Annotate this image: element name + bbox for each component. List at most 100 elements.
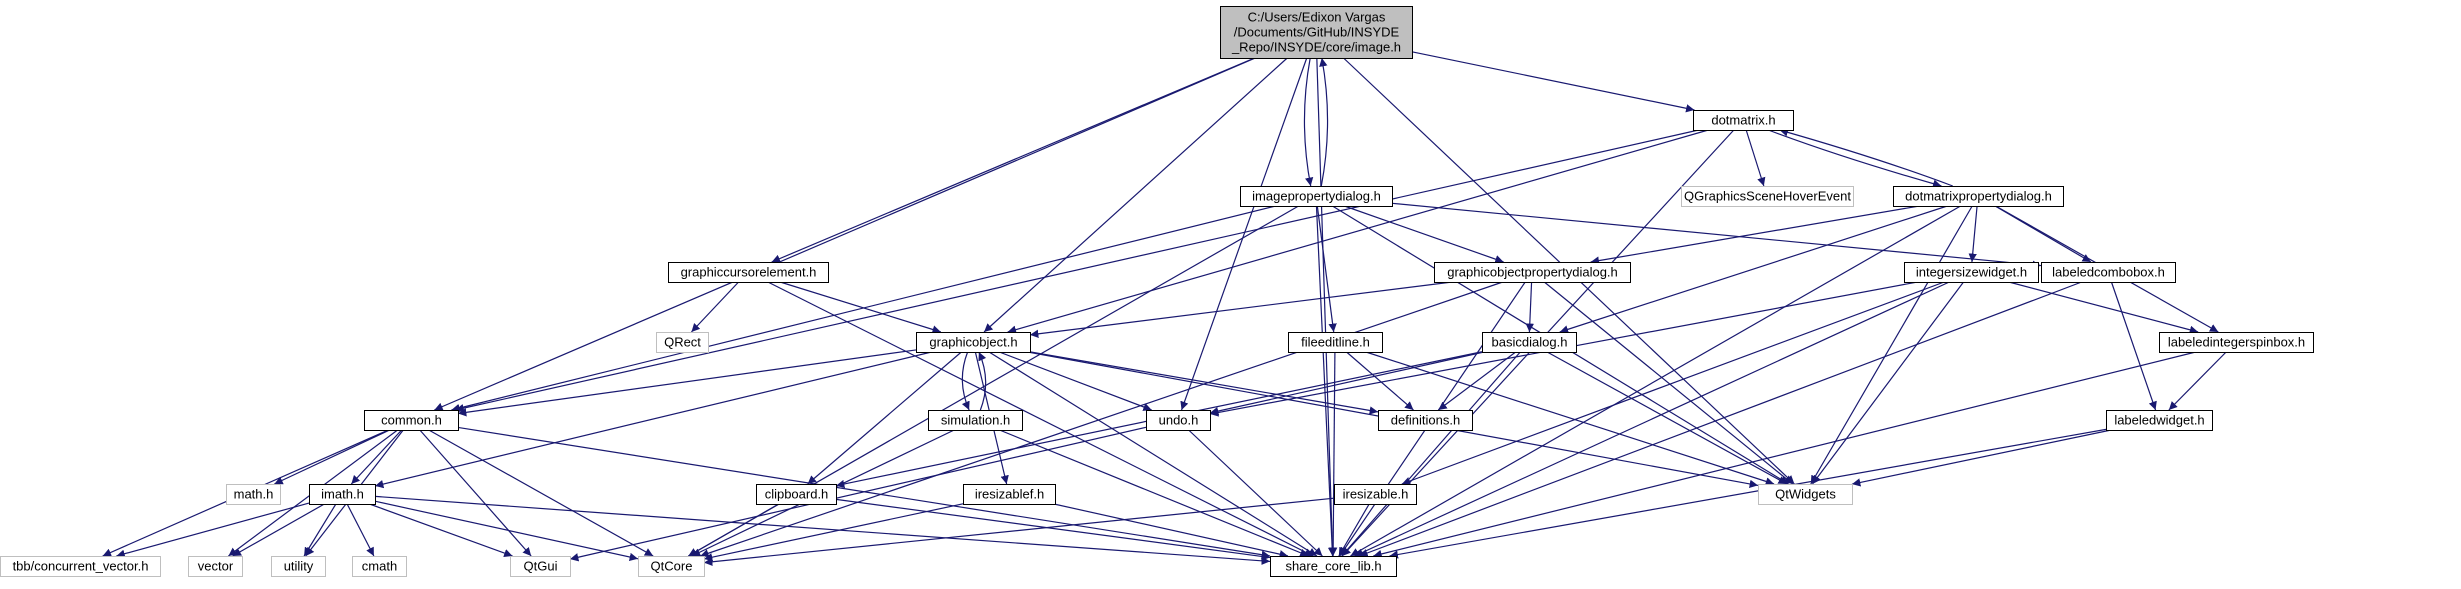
- edge-fileeditline-to-definitions: [1346, 351, 1414, 411]
- edge-dotmatrixpropertydialog-to-integersizewidget: [1968, 205, 1978, 263]
- node-iresizable[interactable]: iresizable.h: [1334, 484, 1417, 505]
- edge-graphicobjectpropertydialog-to-qtwidgets: [1543, 281, 1794, 485]
- edge-dotmatrixpropertydialog-to-share_core_lib: [1350, 205, 1961, 557]
- node-dotmatrix[interactable]: dotmatrix.h: [1693, 110, 1794, 131]
- node-common-box: [364, 410, 459, 431]
- edge-dotmatrixpropertydialog-to-dotmatrix: [1779, 128, 1953, 187]
- node-simulation-label: simulation.h: [941, 413, 1010, 428]
- node-basicdialog-box: [1482, 332, 1577, 353]
- node-qrect-box: [656, 332, 709, 353]
- edge-iresizablef-to-qtcore: [703, 503, 964, 562]
- node-math-label: math.h: [234, 487, 274, 502]
- node-qtgui-label: QtGui: [524, 559, 558, 574]
- node-vector-label: vector: [198, 559, 234, 574]
- node-common[interactable]: common.h: [364, 410, 459, 431]
- edge-iresizablef-to-share_core_lib: [1053, 503, 1289, 559]
- node-fileeditline-label: fileeditline.h: [1301, 335, 1370, 350]
- node-graphiccursorelement-box: [668, 262, 829, 283]
- edge-integersizewidget-to-labeledintegerspinbox: [2008, 281, 2199, 334]
- edge-graphicobject-to-clipboard: [807, 351, 962, 485]
- node-labeledwidget-label: labeledwidget.h: [2114, 413, 2204, 428]
- edge-labeledintegerspinbox-to-share_core_lib: [1373, 351, 2196, 559]
- edge-imagepropertydialog-to-labeledcombobox: [1391, 202, 2042, 269]
- edge-image-to-undo: [1180, 57, 1308, 411]
- edge-dotmatrix-to-common: [455, 129, 1699, 413]
- node-qgraphicsscenehoverevent[interactable]: QGraphicsSceneHoverEvent: [1681, 186, 1854, 207]
- edge-labeledcombobox-to-share_core_lib: [1359, 281, 2082, 557]
- node-labeledwidget[interactable]: labeledwidget.h: [2106, 410, 2213, 431]
- node-image[interactable]: C:/Users/Edixon Vargas/Documents/GitHub/…: [1220, 6, 1413, 59]
- edge-graphiccursorelement-to-share_core_lib: [767, 281, 1314, 557]
- node-integersizewidget-box: [1904, 262, 2039, 283]
- nodes-layer: C:/Users/Edixon Vargas/Documents/GitHub/…: [0, 6, 2314, 577]
- edge-fileeditline-to-share_core_lib: [1328, 351, 1338, 557]
- node-definitions[interactable]: definitions.h: [1378, 410, 1473, 431]
- edge-graphicobject-to-share_core_lib: [988, 351, 1318, 557]
- edge-graphicobjectpropertydialog-to-qtcore: [700, 281, 1503, 558]
- edge-dotmatrixpropertydialog-to-basicdialog: [1559, 205, 1948, 334]
- node-iresizable-box: [1334, 484, 1417, 505]
- edge-graphicobject-to-definitions: [1029, 351, 1379, 415]
- node-clipboard-label: clipboard.h: [765, 487, 829, 502]
- node-tbb-box: [0, 556, 161, 577]
- edge-graphicobject-to-simulation: [961, 351, 970, 411]
- node-imath-label: imath.h: [321, 487, 364, 502]
- node-cmath[interactable]: cmath: [352, 556, 407, 577]
- edge-integersizewidget-to-qtwidgets: [1811, 281, 1965, 485]
- node-math-box: [226, 484, 281, 505]
- node-integersizewidget[interactable]: integersizewidget.h: [1904, 262, 2039, 283]
- edge-fileeditline-to-qtwidgets: [1365, 351, 1775, 486]
- node-undo-label: undo.h: [1159, 413, 1199, 428]
- edge-basicdialog-to-qtwidgets: [1546, 351, 1788, 485]
- node-clipboard[interactable]: clipboard.h: [756, 484, 837, 505]
- node-fileeditline[interactable]: fileeditline.h: [1288, 332, 1383, 353]
- edge-basicdialog-to-undo: [1209, 351, 1485, 416]
- edge-imagepropertydialog-to-share_core_lib: [1315, 205, 1337, 557]
- node-utility[interactable]: utility: [271, 556, 326, 577]
- node-definitions-label: definitions.h: [1391, 413, 1460, 428]
- node-graphiccursorelement[interactable]: graphiccursorelement.h: [668, 262, 829, 283]
- edge-iresizable-to-share_core_lib: [1338, 503, 1370, 557]
- node-dotmatrixpropertydialog[interactable]: dotmatrixpropertydialog.h: [1893, 186, 2064, 207]
- edge-graphiccursorelement-to-qrect: [690, 281, 740, 333]
- edge-labeledwidget-to-share_core_lib: [1389, 428, 2107, 559]
- node-tbb[interactable]: tbb/concurrent_vector.h: [0, 556, 161, 577]
- node-simulation[interactable]: simulation.h: [928, 410, 1023, 431]
- node-fileeditline-box: [1288, 332, 1383, 353]
- node-qtcore[interactable]: QtCore: [638, 556, 705, 577]
- node-math[interactable]: math.h: [226, 484, 281, 505]
- node-dotmatrix-box: [1693, 110, 1794, 131]
- node-graphicobject[interactable]: graphicobject.h: [916, 332, 1031, 353]
- edge-iresizable-to-qtcore: [703, 497, 1335, 566]
- node-integersizewidget-label: integersizewidget.h: [1916, 265, 2027, 280]
- node-share_core_lib[interactable]: share_core_lib.h: [1270, 556, 1397, 577]
- node-simulation-box: [928, 410, 1023, 431]
- node-iresizablef[interactable]: iresizablef.h: [963, 484, 1056, 505]
- node-qtgui-box: [510, 556, 571, 577]
- node-qtwidgets[interactable]: QtWidgets: [1758, 484, 1853, 505]
- edge-basicdialog-to-definitions: [1437, 351, 1517, 411]
- node-graphiccursorelement-label: graphiccursorelement.h: [681, 265, 817, 280]
- edge-image-to-graphicobject: [983, 57, 1288, 333]
- node-labeledcombobox[interactable]: labeledcombobox.h: [2041, 262, 2176, 283]
- node-qrect[interactable]: QRect: [656, 332, 709, 353]
- node-basicdialog[interactable]: basicdialog.h: [1482, 332, 1577, 353]
- node-cmath-label: cmath: [362, 559, 397, 574]
- node-graphicobjectpropertydialog[interactable]: graphicobjectpropertydialog.h: [1434, 262, 1631, 283]
- node-qtgui[interactable]: QtGui: [510, 556, 571, 577]
- node-iresizable-label: iresizable.h: [1343, 487, 1409, 502]
- edge-labeledcombobox-to-labeledwidget: [2110, 281, 2157, 411]
- node-imath[interactable]: imath.h: [309, 484, 376, 505]
- edge-dotmatrixpropertydialog-to-graphicobjectpropertydialog: [1590, 205, 1920, 265]
- node-dotmatrix-label: dotmatrix.h: [1711, 113, 1775, 128]
- node-imagepropertydialog[interactable]: imagepropertydialog.h: [1240, 186, 1393, 207]
- node-labeledintegerspinbox[interactable]: labeledintegerspinbox.h: [2159, 332, 2314, 353]
- edge-clipboard-to-share_core_lib: [835, 498, 1271, 561]
- node-image-label: _Repo/INSYDE/core/image.h: [1231, 40, 1401, 55]
- edge-integersizewidget-to-share_core_lib: [1354, 281, 1950, 557]
- node-imagepropertydialog-label: imagepropertydialog.h: [1252, 189, 1381, 204]
- node-undo[interactable]: undo.h: [1146, 410, 1211, 431]
- edge-integersizewidget-to-iresizable: [1401, 281, 1945, 486]
- node-vector[interactable]: vector: [188, 556, 243, 577]
